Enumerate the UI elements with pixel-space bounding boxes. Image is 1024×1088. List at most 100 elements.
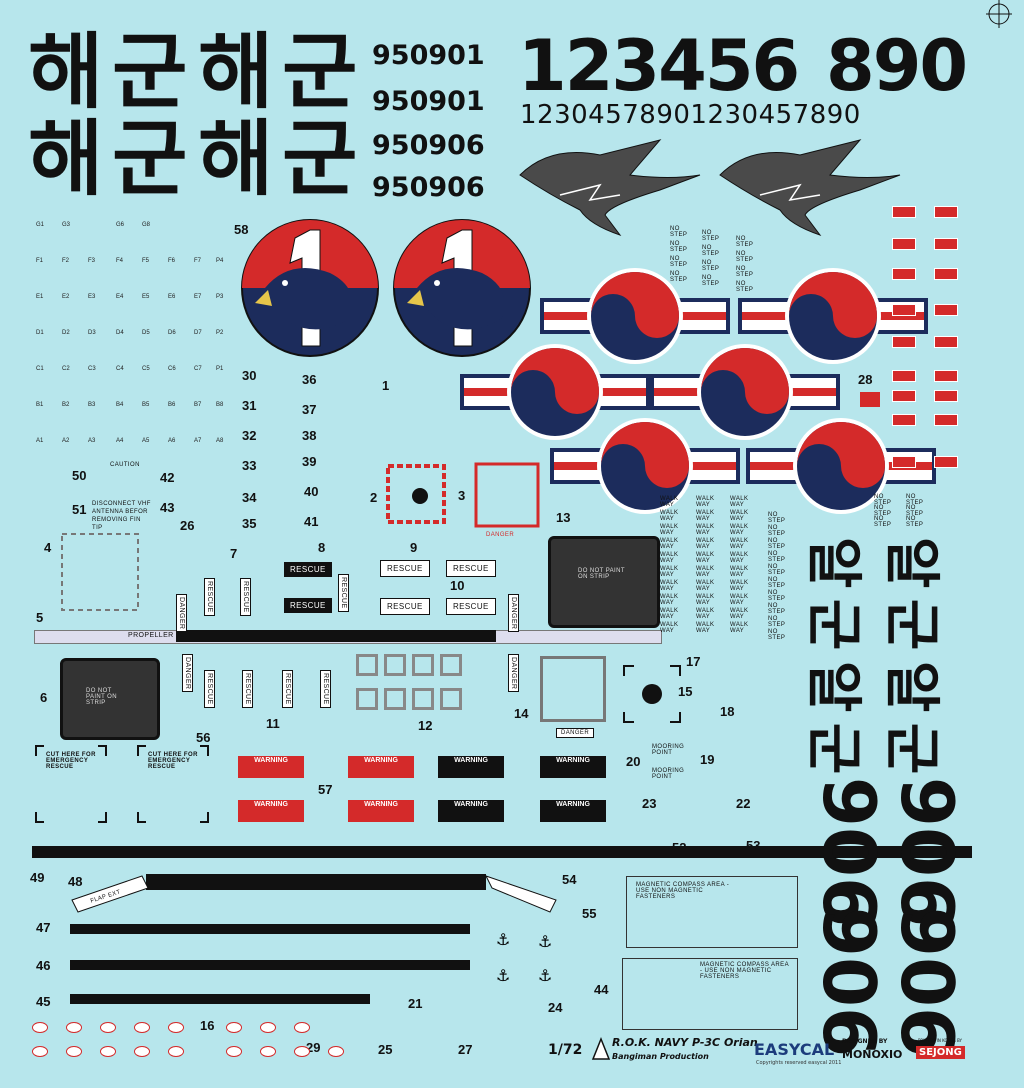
hangul-top-3: 해 <box>198 25 274 120</box>
decal-num-41: 41 <box>304 514 319 529</box>
grid-label: B6 <box>168 402 176 408</box>
walk-way-label: WALK WAY <box>730 580 749 592</box>
red-oval <box>260 1046 276 1057</box>
mooring-point-1: MOORING POINT <box>652 744 685 756</box>
roundel-3 <box>460 344 650 440</box>
hangul-side-7: 알 <box>878 660 944 713</box>
grey-square <box>440 688 462 710</box>
grid-label: F4 <box>116 258 124 264</box>
grid-label: G8 <box>142 222 151 228</box>
red-plaque <box>892 206 916 218</box>
grid-label: E6 <box>168 294 176 300</box>
cut-here-2: CUT HERE FOR EMERGENCY RESCUE <box>148 752 198 770</box>
red-oval <box>66 1046 82 1057</box>
grid-label: B7 <box>194 402 202 408</box>
grid-label: D6 <box>168 330 176 336</box>
decal-num-4: 4 <box>44 540 52 555</box>
grid-label: B8 <box>216 402 224 408</box>
red-plaque <box>892 390 916 402</box>
red-oval <box>66 1022 82 1033</box>
stripe-46 <box>70 960 470 970</box>
grid-label: E1 <box>36 294 44 300</box>
no-step-label: NO STEP <box>736 236 754 248</box>
no-step-label: NO STEP <box>670 226 688 238</box>
decal-num-19: 19 <box>700 752 715 767</box>
decal-num-56: 56 <box>196 730 211 745</box>
hangul-top-1: 해 <box>28 25 104 120</box>
grid-label: C7 <box>194 366 202 372</box>
walk-way-label: WALK WAY <box>730 538 749 550</box>
grey-square <box>384 654 406 676</box>
no-step-label: NO STEP <box>702 260 720 272</box>
no-step-label: NO STEP <box>768 551 786 563</box>
footer-producer: Bangiman Production <box>612 1052 709 1061</box>
rescue-arrow-8a[interactable]: RESCUE <box>284 562 332 577</box>
do-not-paint-13: DO NOT PAINT ON STRIP <box>578 568 625 580</box>
decal-num-48: 48 <box>68 874 83 889</box>
scale-label: 1/72 <box>548 1042 583 1058</box>
decal-num-12: 12 <box>418 718 433 733</box>
walk-way-label: WALK WAY <box>696 566 715 578</box>
rescue-arrow-9b[interactable]: RESCUE <box>380 598 430 615</box>
rescue-arrow-9a[interactable]: RESCUE <box>380 560 430 577</box>
decal-num-27: 27 <box>458 1042 473 1057</box>
walk-way-label: WALK WAY <box>730 510 749 522</box>
decal-num-3: 3 <box>458 488 466 503</box>
decal-num-32: 32 <box>242 428 257 443</box>
grid-label: C2 <box>62 366 70 372</box>
grid-label: A2 <box>62 438 70 444</box>
anchor-icon: ⚓ <box>538 932 553 951</box>
grid-label: B4 <box>116 402 124 408</box>
navy-logo-icon <box>591 1036 611 1060</box>
anchor-icon: ⚓ <box>496 930 511 949</box>
grid-label: E4 <box>116 294 124 300</box>
grid-label: A5 <box>142 438 150 444</box>
footer-brand: EASYCAL <box>754 1040 835 1059</box>
grid-label: D3 <box>88 330 96 336</box>
decal-num-20: 20 <box>626 754 641 769</box>
flap-ext-48 <box>71 875 149 913</box>
rescue-arrow-10a[interactable]: RESCUE <box>446 560 496 577</box>
serial-side-4: 906 <box>885 906 970 1058</box>
no-step-label: NO STEP <box>736 251 754 263</box>
roundel-1 <box>540 268 730 364</box>
warning-red-3: WARNING <box>238 800 304 822</box>
walk-way-label: WALK WAY <box>730 594 749 606</box>
decal-num-34: 34 <box>242 490 257 505</box>
rescue-arrow-10b[interactable]: RESCUE <box>446 598 496 615</box>
grid-label: C6 <box>168 366 176 372</box>
mooring-point-2: MOORING POINT <box>652 768 685 780</box>
stripe-47 <box>70 924 470 934</box>
decal-num-5: 5 <box>36 610 44 625</box>
decal-num-2: 2 <box>370 490 378 505</box>
decal-num-40: 40 <box>304 484 319 499</box>
walk-way-label: WALK WAY <box>730 622 749 634</box>
walk-way-label: WALK WAY <box>660 510 679 522</box>
frame-4 <box>61 533 139 611</box>
grey-square <box>356 654 378 676</box>
grid-label: P3 <box>216 294 224 300</box>
walk-way-label: WALK WAY <box>696 538 715 550</box>
walk-way-label: WALK WAY <box>696 608 715 620</box>
red-oval <box>294 1022 310 1033</box>
rescue-arrow-8b[interactable]: RESCUE <box>284 598 332 613</box>
grey-square <box>412 654 434 676</box>
no-step-label: NO STEP <box>768 603 786 615</box>
decal-num-16: 16 <box>200 1018 215 1033</box>
disconnect-stencil: DISCONNECT VHF ANTENNA BEFOR REMOVING FI… <box>92 501 151 531</box>
squadron-badge-right <box>393 219 531 357</box>
footer-monoxio: MONOXIO <box>842 1048 903 1061</box>
decal-num-9: 9 <box>410 540 418 555</box>
decal-num-50: 50 <box>72 468 87 483</box>
walk-way-label: WALK WAY <box>696 496 715 508</box>
registration-mark-icon <box>986 0 1012 28</box>
hangul-top-2: 군 <box>112 25 188 120</box>
no-step-label: NO STEP <box>874 494 892 506</box>
no-step-label: NO STEP <box>670 241 688 253</box>
walk-way-label: WALK WAY <box>696 510 715 522</box>
red-plaque <box>934 206 958 218</box>
walk-way-label: WALK WAY <box>660 496 679 508</box>
decal-num-57: 57 <box>318 782 333 797</box>
panel-6 <box>60 658 160 740</box>
decal-num-49: 49 <box>30 870 45 885</box>
